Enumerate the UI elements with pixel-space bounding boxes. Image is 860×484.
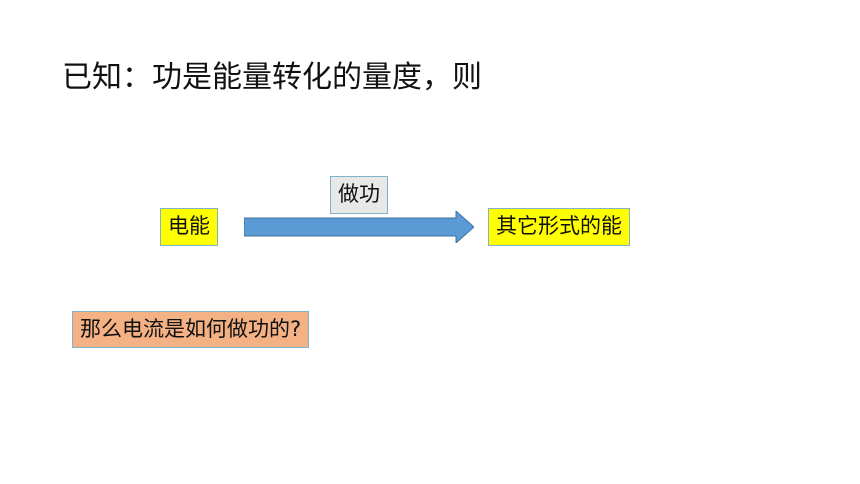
slide-title: 已知：功是能量转化的量度，则 (62, 60, 482, 95)
arrow-right-icon (244, 211, 474, 243)
action-label-box: 做功 (330, 176, 388, 214)
target-energy-box: 其它形式的能 (488, 208, 630, 246)
source-energy-box: 电能 (160, 208, 218, 246)
question-box: 那么电流是如何做功的? (72, 311, 310, 348)
